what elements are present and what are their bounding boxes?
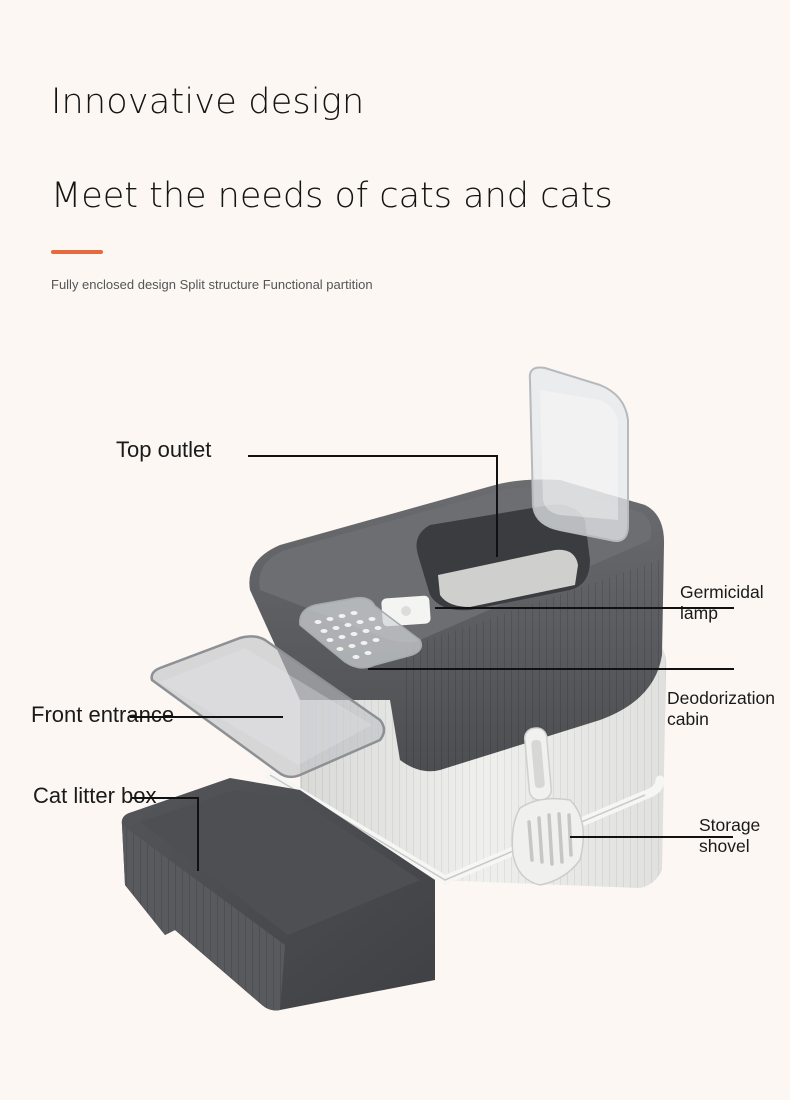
- leader-line-front-entrance: [130, 716, 283, 718]
- callout-storage-shovel: Storage shovel: [699, 815, 760, 857]
- callout-deodorization-cabin: Deodorization cabin: [667, 688, 775, 730]
- leader-line-storage-shovel: [570, 836, 733, 838]
- front-door: [150, 635, 386, 779]
- callout-germicidal-lamp: Germicidal lamp: [680, 582, 764, 624]
- leader-line-germicidal-lamp: [435, 607, 734, 609]
- callout-cat-litter-box: Cat litter box: [33, 783, 157, 808]
- callout-storage-shovel-line1: Storage: [699, 815, 761, 835]
- litter-drawer: [121, 778, 435, 1011]
- top-flap: [528, 366, 629, 542]
- deodorization-tray: [299, 596, 423, 669]
- leader-line-top-outlet-v: [496, 455, 498, 557]
- page-title: Innovative design: [51, 82, 365, 122]
- callout-top-outlet: Top outlet: [116, 437, 212, 462]
- callout-germicidal-lamp-line1: Germicidal: [680, 582, 764, 602]
- storage-shovel: [511, 727, 585, 886]
- page-subtitle: Meet the needs of cats and cats: [51, 176, 613, 216]
- leader-line-deodorization-cabin: [368, 668, 734, 670]
- callout-front-entrance: Front entrance: [31, 702, 175, 727]
- leader-line-cat-litter-box-h: [132, 797, 199, 799]
- callout-deodorization-cabin-line2: cabin: [667, 709, 709, 729]
- callout-storage-shovel-line2: shovel: [699, 836, 750, 856]
- accent-divider: [51, 250, 103, 254]
- feature-tagline: Fully enclosed design Split structure Fu…: [51, 277, 373, 292]
- callout-deodorization-cabin-line1: Deodorization: [667, 688, 775, 708]
- leader-line-top-outlet-h: [248, 455, 497, 457]
- leader-line-cat-litter-box-v: [197, 797, 199, 871]
